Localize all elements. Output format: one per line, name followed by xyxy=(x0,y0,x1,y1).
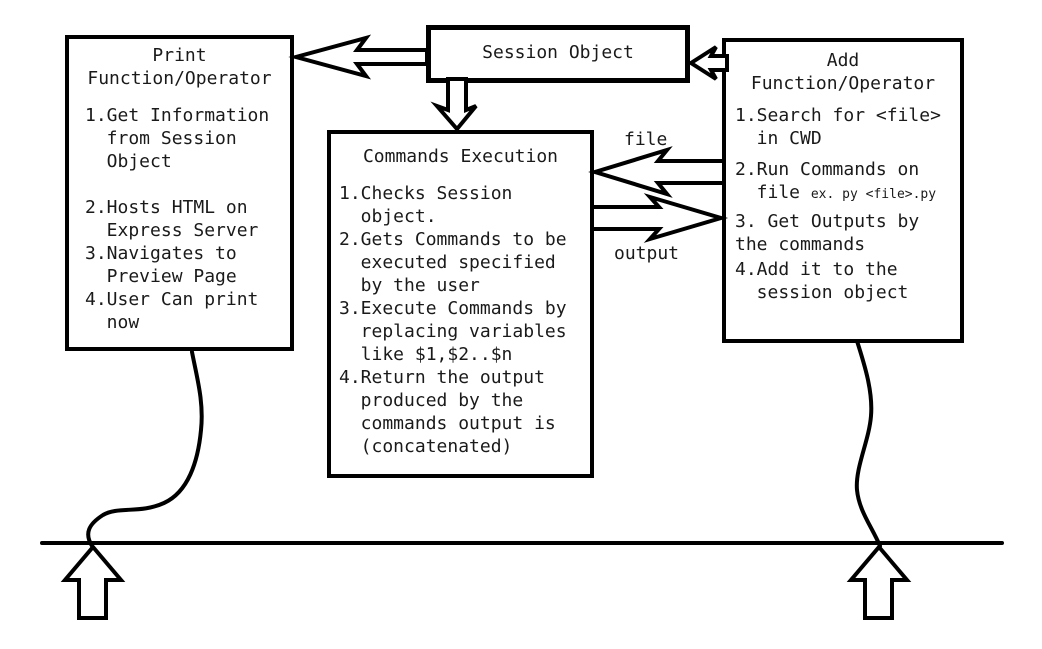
print-box-item-2: 2.Hosts HTML on Express Server xyxy=(85,197,259,241)
up-arrow-right-icon xyxy=(846,543,912,620)
print-function-box: Print Function/Operator 1.Get Informatio… xyxy=(65,35,294,351)
arrow-file-icon xyxy=(588,146,726,198)
commands-box-item-1: 1.Checks Session object. xyxy=(339,183,513,227)
print-box-item-4: 4.User Can print now xyxy=(85,289,259,333)
arrow-session-to-print-icon xyxy=(288,34,429,80)
arrow-session-to-commands-icon xyxy=(430,77,478,133)
add-box-title: Add Function/Operator xyxy=(750,50,936,94)
add-to-ground-wire xyxy=(854,339,882,548)
add-box-body: 1.Search for <file> in CWD 2.Run Command… xyxy=(735,104,960,304)
print-to-ground-wire xyxy=(86,350,204,548)
session-box-title: Session Object xyxy=(482,42,634,63)
print-box-item-3: 3.Navigates to Preview Page xyxy=(85,243,237,287)
add-box-item-4: 4.Add it to the session object xyxy=(735,259,909,303)
commands-box-item-4: 4.Return the output produced by the comm… xyxy=(339,367,556,457)
commands-execution-box: Commands Execution 1.Checks Session obje… xyxy=(327,130,594,478)
session-object-box: Session Object xyxy=(426,25,690,83)
add-box-item-1: 1.Search for <file> in CWD xyxy=(735,105,941,149)
commands-box-body: 1.Checks Session object. 2.Gets Commands… xyxy=(339,182,590,458)
output-label: output xyxy=(614,243,680,264)
arrow-output-icon xyxy=(590,193,729,243)
print-box-title: Print Function/Operator xyxy=(87,45,272,89)
add-function-box: Add Function/Operator 1.Search for <file… xyxy=(722,38,964,343)
add-box-item-2: 2.Run Commands on file ex. py <file>.py xyxy=(735,158,960,206)
commands-box-item-2: 2.Gets Commands to be executed specified… xyxy=(339,229,567,296)
add-box-item-2-example: ex. py <file>.py xyxy=(810,187,937,202)
up-arrow-left-icon xyxy=(60,543,126,620)
print-box-body: 1.Get Information from Session Object 2.… xyxy=(85,104,290,334)
file-label: file xyxy=(624,129,668,150)
add-box-item-3: 3. Get Outputs by the commands xyxy=(735,211,920,255)
commands-box-title: Commands Execution xyxy=(362,146,559,167)
commands-box-item-3: 3.Execute Commands by replacing variable… xyxy=(339,298,567,365)
add-box-item-2-main: 2.Run Commands on file xyxy=(735,159,920,203)
print-box-item-1: 1.Get Information from Session Object xyxy=(85,105,270,172)
